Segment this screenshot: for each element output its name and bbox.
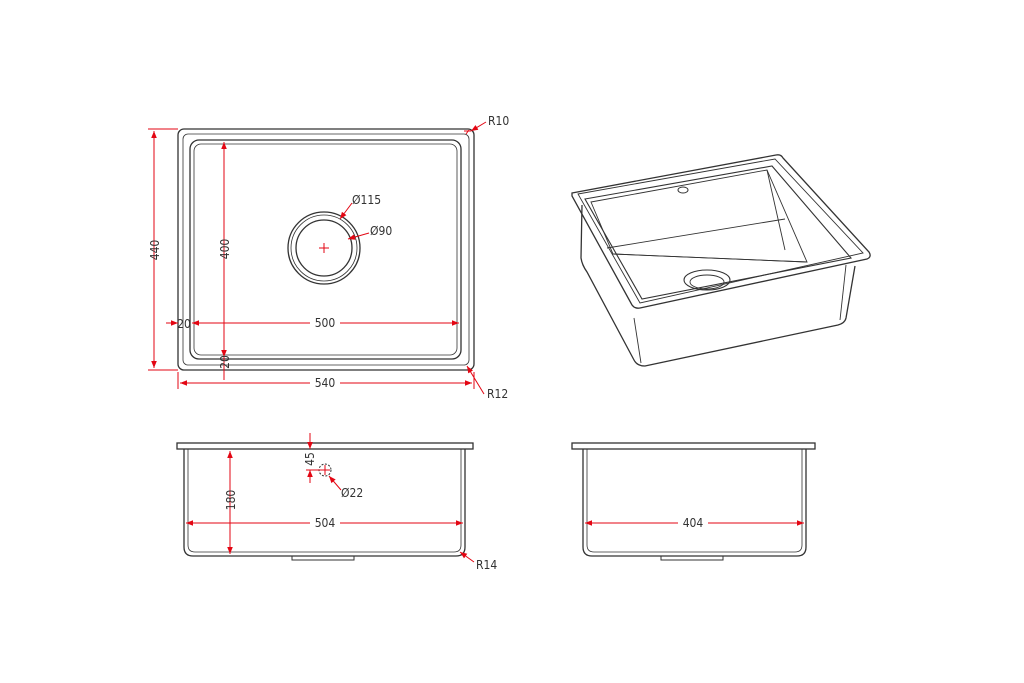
iso-drain-outer	[683, 269, 731, 291]
dim-504-label: 504	[315, 516, 336, 530]
iso-bowl-floor-back-edge	[606, 218, 786, 249]
drain-outer-circle	[287, 211, 361, 285]
diam-90-label: Ø90	[370, 224, 392, 238]
diam-115-label: Ø115	[352, 193, 381, 207]
dim-180-label: 180	[224, 490, 238, 511]
dim-20-side-label: 20	[177, 317, 191, 331]
sink-flange-inner-outline	[182, 133, 470, 366]
dim-404-label-bg	[678, 516, 708, 531]
diam-22-label: Ø22	[341, 486, 363, 500]
dim-500-label-bg	[310, 315, 340, 330]
iso-bowl-back-corner	[766, 169, 786, 251]
dim-540-label: 540	[315, 376, 336, 390]
dim-504-label-bg	[310, 516, 340, 531]
drain-outer-inner-circle	[290, 214, 358, 282]
dim-404-label: 404	[683, 516, 704, 530]
r12-leader	[466, 365, 485, 395]
sink-bowl-outline	[189, 139, 462, 360]
front-view: 45 Ø22 180 504 R14	[176, 433, 497, 572]
r14-label: R14	[476, 558, 497, 572]
diam-115-leader	[339, 202, 353, 220]
front-drain-outlet	[291, 556, 355, 561]
drain-inner-circle	[295, 219, 353, 277]
iso-bowl-rim	[584, 165, 853, 300]
dim-20-bottom-label: 20	[218, 355, 232, 369]
front-body-inner	[187, 449, 462, 553]
isometric-view	[571, 154, 871, 367]
side-view: 404	[571, 442, 816, 561]
iso-body-front-edge	[633, 317, 642, 364]
iso-overflow-hole	[677, 186, 689, 194]
side-body-inner	[586, 449, 803, 553]
top-view: R10 R12 440 400 20 20 500 540 Ø115	[148, 114, 509, 401]
side-flange	[571, 442, 816, 450]
r12-label: R12	[487, 387, 508, 401]
side-drain-outlet	[660, 556, 724, 561]
dim-500-label: 500	[315, 316, 336, 330]
r10-leader	[470, 121, 487, 132]
side-body-outer	[582, 449, 807, 557]
iso-drain-inner	[689, 274, 725, 290]
front-flange	[176, 442, 474, 450]
iso-body-outline	[580, 204, 856, 367]
r14-leader	[459, 551, 475, 563]
sink-flange-outline	[177, 128, 475, 371]
iso-body-right-edge	[839, 264, 847, 321]
iso-flange-outer	[571, 154, 871, 309]
diam-90-leader	[347, 232, 370, 240]
iso-bowl-floor-mid	[612, 253, 808, 263]
iso-flange-inner	[577, 158, 864, 304]
dim-45-label: 45	[303, 452, 317, 466]
sink-bowl-inner-outline	[193, 143, 458, 356]
dim-440-label: 440	[148, 240, 162, 261]
front-body-outer	[183, 449, 466, 557]
dim-540-label-bg	[310, 376, 340, 391]
dim-400-label: 400	[218, 239, 232, 260]
r10-label: R10	[488, 114, 509, 128]
diam-22-leader	[328, 475, 342, 491]
